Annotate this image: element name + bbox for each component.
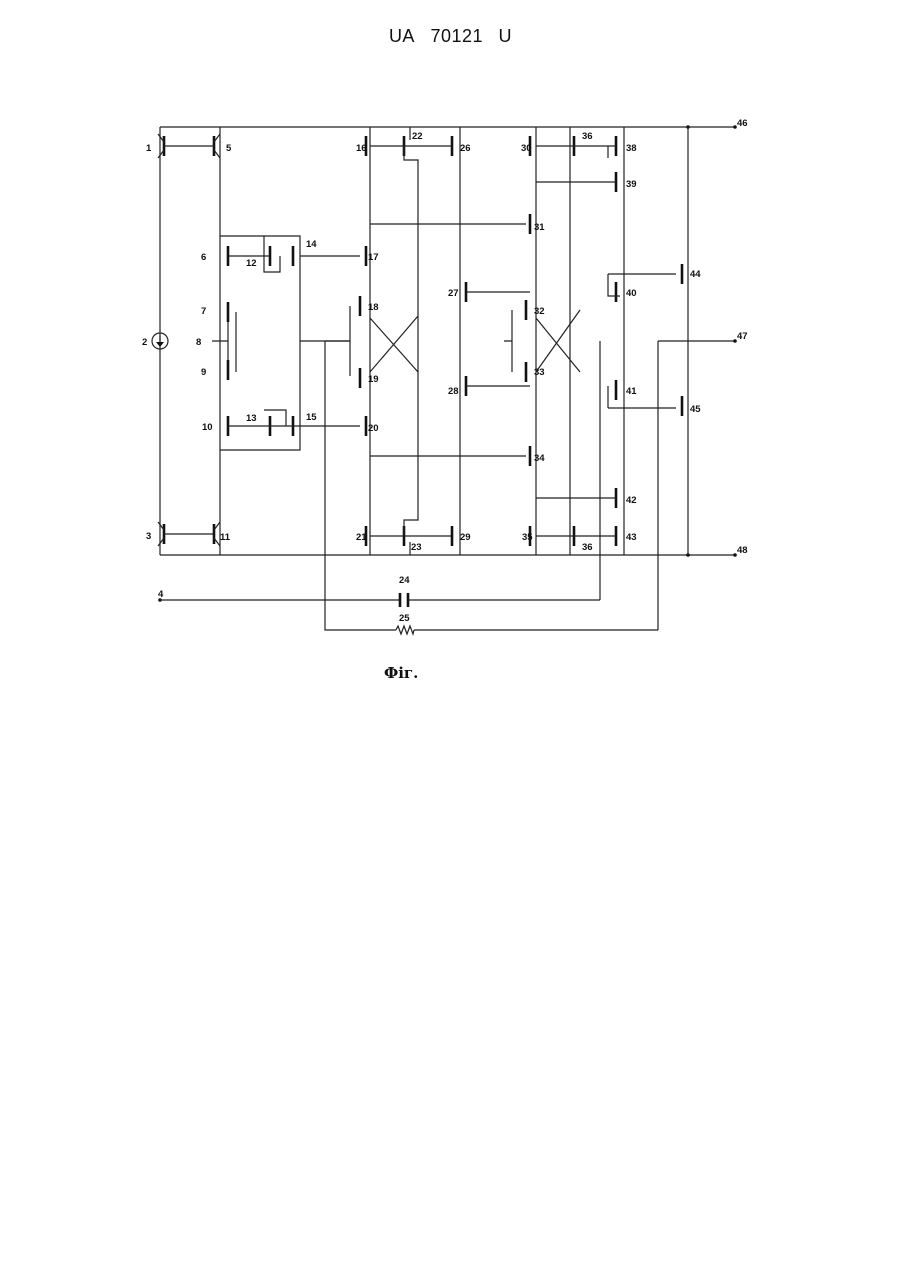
- label-39: 39: [626, 179, 637, 190]
- label-6: 6: [201, 252, 206, 263]
- label-23: 23: [411, 542, 422, 553]
- label-47: 47: [737, 331, 748, 342]
- circuit-diagram: 1 5 2 3 11 6 7 8 9 10 12 14 13 15 16 22 …: [0, 0, 901, 700]
- label-24: 24: [399, 575, 410, 586]
- label-45: 45: [690, 404, 701, 415]
- label-17: 17: [368, 252, 379, 263]
- label-46: 46: [737, 118, 748, 129]
- resistor-25: [396, 626, 414, 634]
- compensation-network: [158, 341, 658, 634]
- label-36-top: 36: [582, 131, 593, 142]
- label-20: 20: [368, 423, 379, 434]
- bias-network-wires: [212, 236, 360, 450]
- label-34: 34: [534, 453, 545, 464]
- label-48: 48: [737, 545, 748, 556]
- label-4: 4: [158, 589, 164, 600]
- label-15: 15: [306, 412, 317, 423]
- figure-caption: Фіг.: [384, 664, 418, 682]
- label-16: 16: [356, 143, 367, 154]
- component-labels: 1 5 2 3 11 6 7 8 9 10 12 14 13 15 16 22 …: [142, 118, 748, 624]
- label-31: 31: [534, 222, 545, 233]
- label-35: 35: [522, 532, 533, 543]
- transistor-3-leads: [158, 522, 214, 546]
- label-13: 13: [246, 413, 257, 424]
- label-28: 28: [448, 386, 459, 397]
- label-19: 19: [368, 374, 379, 385]
- label-43: 43: [626, 532, 637, 543]
- label-41: 41: [626, 386, 637, 397]
- label-38: 38: [626, 143, 637, 154]
- label-10: 10: [202, 422, 213, 433]
- label-25: 25: [399, 613, 410, 624]
- label-27: 27: [448, 288, 459, 299]
- label-3: 3: [146, 531, 151, 542]
- label-2: 2: [142, 337, 147, 348]
- label-29: 29: [460, 532, 471, 543]
- label-30: 30: [521, 143, 532, 154]
- label-22: 22: [412, 131, 423, 142]
- label-40: 40: [626, 288, 637, 299]
- label-11: 11: [220, 532, 231, 543]
- label-12: 12: [246, 258, 257, 269]
- label-8: 8: [196, 337, 201, 348]
- label-44: 44: [690, 269, 701, 280]
- label-32: 32: [534, 306, 545, 317]
- label-9: 9: [201, 367, 206, 378]
- stage-three-wires: [466, 127, 580, 555]
- label-18: 18: [368, 302, 379, 313]
- label-14: 14: [306, 239, 317, 250]
- label-1: 1: [146, 143, 152, 154]
- stage-two-wires: [325, 127, 526, 555]
- label-26: 26: [460, 143, 471, 154]
- label-33: 33: [534, 367, 545, 378]
- label-21: 21: [356, 532, 367, 543]
- label-36-bottom: 36: [582, 542, 593, 553]
- capacitor-24: [400, 593, 408, 607]
- label-7: 7: [201, 306, 206, 317]
- arrow-head-icon: [156, 342, 164, 347]
- transistor-1-leads: [158, 134, 178, 158]
- label-42: 42: [626, 495, 637, 506]
- rails: [160, 125, 737, 557]
- label-5: 5: [226, 143, 232, 154]
